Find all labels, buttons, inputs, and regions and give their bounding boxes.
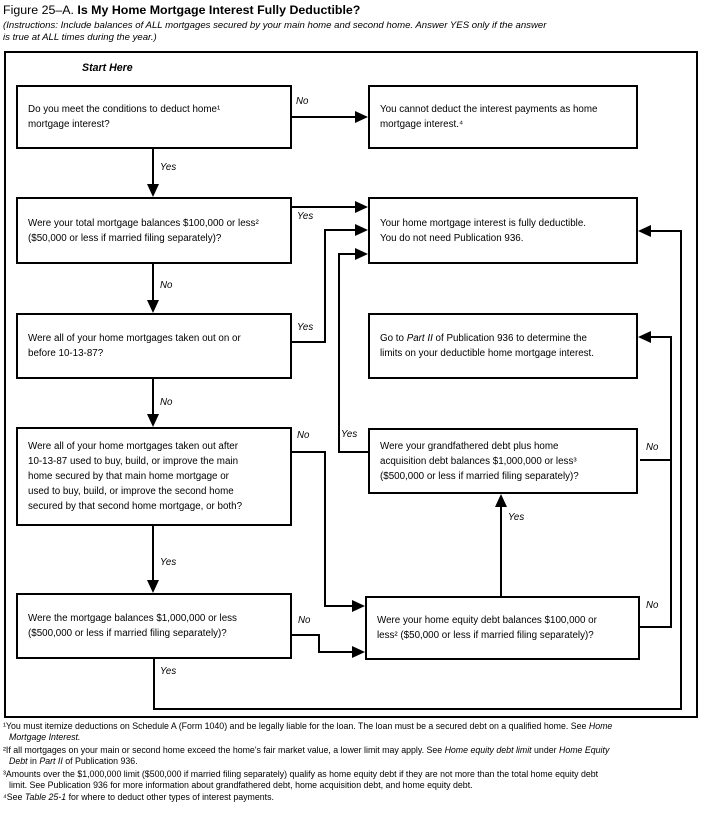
line-q5-yes-bottom-h: [153, 708, 682, 710]
arrowhead-q5-no: [352, 646, 365, 658]
box-q4-text: Were all of your home mortgages taken ou…: [28, 441, 243, 512]
label-q3-no: No: [160, 397, 173, 408]
line-q4-no-in-h: [326, 605, 353, 607]
line-q4-no-out-h: [292, 451, 326, 453]
arrowhead-q1-no: [355, 111, 368, 123]
label-q2-yes: Yes: [297, 211, 314, 222]
box-r1-text: You cannot deduct the interest payments …: [380, 104, 598, 130]
box-r2-fully-deductible: Your home mortgage interest is fully ded…: [368, 197, 638, 264]
line-right-outer-v: [680, 230, 682, 710]
line-q5-no-out-h: [292, 634, 320, 636]
line-r4-yes-up-v: [338, 253, 340, 453]
box-r4-text: Were your grandfathered debt plus home a…: [380, 440, 579, 482]
label-q5-no: No: [298, 615, 311, 626]
box-q4-after-10-13-87: Were all of your home mortgages taken ou…: [16, 427, 292, 526]
footnote-line: limit. See Publication 936 for more info…: [9, 780, 473, 791]
arrowhead-q3-yes: [355, 224, 368, 236]
box-r6-text: Were your home equity debt balances $100…: [377, 615, 597, 641]
box-q3-text: Were all of your home mortgages taken ou…: [28, 333, 241, 359]
line-q5-yes-down-v: [153, 659, 155, 710]
line-r6-no-out-h: [640, 626, 671, 628]
box-r3-go-to-part-2: Go to Part II of Publication 936 to dete…: [368, 313, 638, 379]
label-r6-yes: Yes: [508, 512, 525, 523]
line-q5-no-in-h: [318, 651, 353, 653]
box-r1-cannot-deduct: You cannot deduct the interest payments …: [368, 85, 638, 149]
arrowhead-q5-yes-return: [638, 225, 651, 237]
label-q1-yes: Yes: [160, 162, 177, 173]
line-q3-yes-in-h: [326, 229, 356, 231]
line-r4-yes-in-h: [338, 253, 356, 255]
footnote-1: ¹You must itemize deductions on Schedule…: [3, 721, 719, 744]
box-q5-million-limit: Were the mortgage balances $1,000,000 or…: [16, 593, 292, 659]
arrowhead-no-to-part2: [638, 331, 651, 343]
line-q4-no-down-v: [324, 451, 326, 607]
footnote-2: ²If all mortgages on your main or second…: [3, 745, 719, 768]
line-r3-right-in-h: [650, 336, 671, 338]
label-q5-yes: Yes: [160, 666, 177, 677]
label-q2-no: No: [160, 280, 173, 291]
line-q4-yes-v: [152, 526, 154, 581]
arrowhead-q3-no: [147, 414, 159, 427]
label-r4-no: No: [646, 442, 659, 453]
arrowhead-q2-yes: [355, 201, 368, 213]
box-q1-conditions: Do you meet the conditions to deduct hom…: [16, 85, 292, 149]
start-here-label: Start Here: [82, 62, 133, 74]
flowchart-border: [4, 51, 698, 718]
footnote-line: ²If all mortgages on your main or second…: [3, 744, 610, 755]
arrowhead-q4-no: [352, 600, 365, 612]
box-q1-text: Do you meet the conditions to deduct hom…: [28, 104, 221, 130]
line-q3-yes-up-v: [324, 229, 326, 343]
arrowhead-r4-yes: [355, 248, 368, 260]
label-q4-no: No: [297, 430, 310, 441]
box-q5-text: Were the mortgage balances $1,000,000 or…: [28, 613, 237, 639]
box-q2-text: Were your total mortgage balances $100,0…: [28, 217, 259, 244]
box-r2-text: Your home mortgage interest is fully ded…: [380, 217, 587, 244]
line-r4-no-out-h: [640, 459, 671, 461]
line-r4-yes-out-h: [338, 451, 368, 453]
line-q3-yes-out-h: [292, 341, 326, 343]
footnote-line: Mortgage Interest.: [9, 732, 81, 743]
label-r4-yes: Yes: [341, 429, 358, 440]
line-q1-no-h: [292, 116, 356, 118]
box-q3-before-10-13-87: Were all of your home mortgages taken ou…: [16, 313, 292, 379]
line-r6-yes-up-v: [500, 506, 502, 596]
box-q2-total-balances: Were your total mortgage balances $100,0…: [16, 197, 292, 264]
arrowhead-q1-yes: [147, 184, 159, 197]
line-q5-no-drop-v: [318, 634, 320, 653]
footnote-line: ¹You must itemize deductions on Schedule…: [3, 721, 613, 731]
arrowhead-q4-yes: [147, 580, 159, 593]
page-title: Figure 25–A. Is My Home Mortgage Interes…: [3, 3, 360, 17]
arrowhead-r6-yes: [495, 494, 507, 507]
figure-instructions: (Instructions: Include balances of ALL m…: [3, 20, 547, 43]
label-q4-yes: Yes: [160, 557, 177, 568]
arrowhead-q2-no: [147, 300, 159, 313]
line-q1-yes-v: [152, 149, 154, 185]
box-r4-grandfathered-debt: Were your grandfathered debt plus home a…: [368, 428, 638, 494]
line-q2-yes-h: [292, 206, 356, 208]
figure-label: Figure 25–A.: [3, 3, 74, 17]
footnote-line: Debt in Part II of Publication 936.: [9, 756, 138, 767]
footnote-3: ³Amounts over the $1,000,000 limit ($500…: [3, 769, 719, 792]
footnotes: ¹You must itemize deductions on Schedule…: [3, 721, 719, 805]
line-r2-right-in-h: [650, 230, 681, 232]
figure-title: Is My Home Mortgage Interest Fully Deduc…: [77, 3, 361, 17]
footnote-4: ⁴See Table 25-1 for where to deduct othe…: [3, 792, 719, 803]
footnote-line: ³Amounts over the $1,000,000 limit ($500…: [3, 768, 599, 779]
footnote-line: ⁴See Table 25-1 for where to deduct othe…: [3, 792, 274, 803]
label-q1-no: No: [296, 96, 309, 107]
line-q2-no-v: [152, 264, 154, 301]
line-q3-no-v: [152, 379, 154, 415]
label-q3-yes: Yes: [297, 322, 314, 333]
line-right-inner-v: [670, 336, 672, 628]
box-r3-text: Go to Part II of Publication 936 to dete…: [380, 333, 595, 359]
label-r6-no: No: [646, 600, 659, 611]
box-r6-home-equity: Were your home equity debt balances $100…: [365, 596, 640, 660]
